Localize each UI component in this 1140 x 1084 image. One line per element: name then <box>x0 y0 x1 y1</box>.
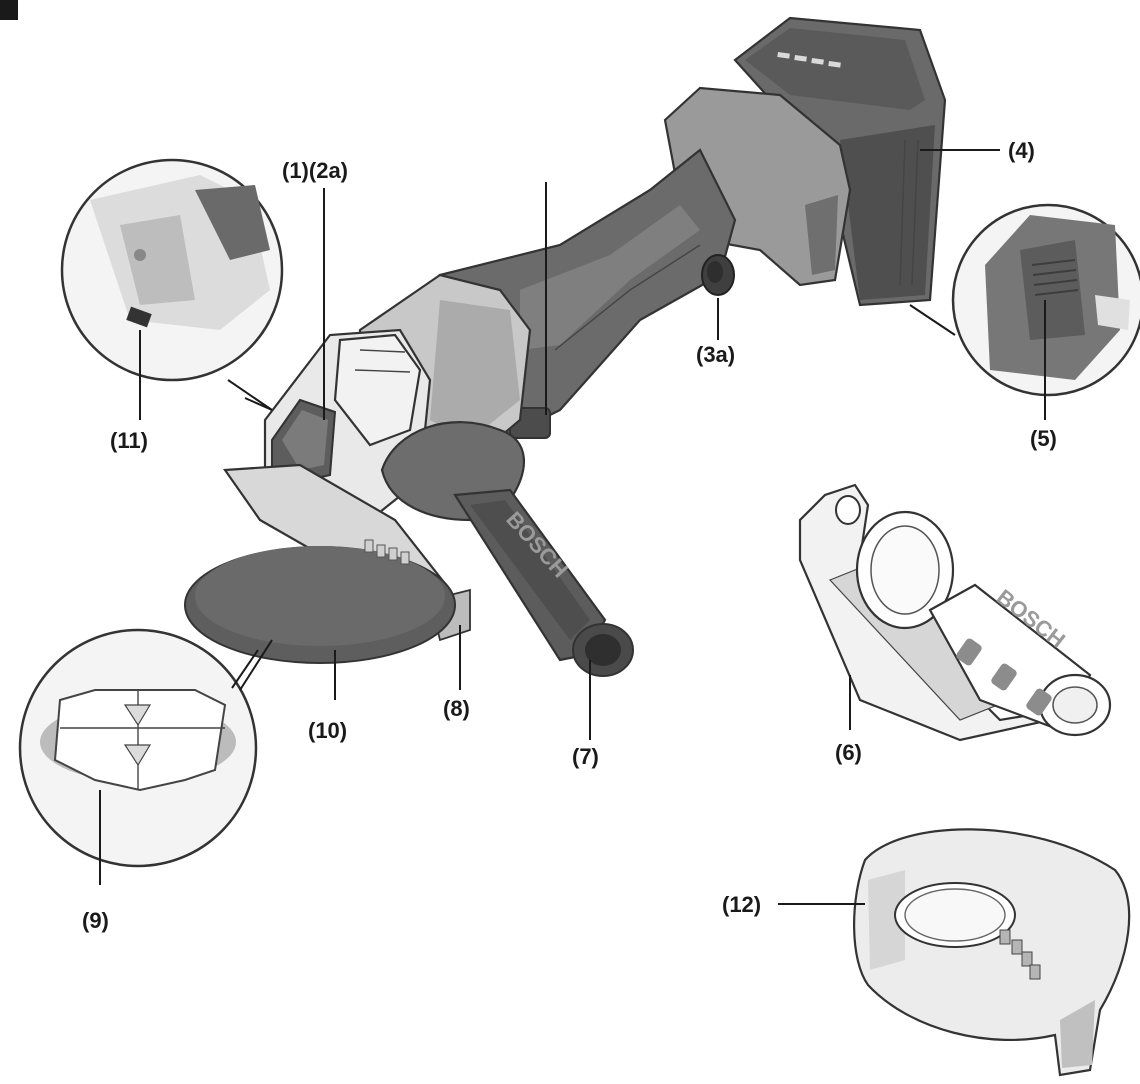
detail-circle-11 <box>60 158 284 411</box>
dust-guard-accessory <box>853 828 1131 1077</box>
callout-12: (12) <box>722 892 761 917</box>
grinding-disc <box>184 546 456 664</box>
callout-8: (8) <box>443 696 470 721</box>
auxiliary-handle: BOSCH <box>380 421 634 677</box>
leader-lines <box>99 149 1046 905</box>
callout-labels: (1)(2a) (3a) (4) (5) (6) (7) (8) (9) (10… <box>82 138 1057 933</box>
accessory-handle: BOSCH <box>855 510 1112 737</box>
detail-circle-9 <box>18 628 273 868</box>
callout-7: (7) <box>572 744 599 769</box>
callout-10: (10) <box>308 718 347 743</box>
detail-circle-5 <box>909 203 1140 397</box>
callout-5: (5) <box>1030 426 1057 451</box>
spindle-lock-button <box>271 398 337 484</box>
cutting-guard-accessory: BOSCH <box>798 483 1112 742</box>
battery-charge-indicator <box>777 51 841 68</box>
callout-3a: (3a) <box>696 342 735 367</box>
callout-9: (9) <box>82 908 109 933</box>
angle-grinder: BOSCH <box>184 16 947 677</box>
callout-4: (4) <box>1008 138 1035 163</box>
callout-1-2a: (1)(2a) <box>282 158 348 183</box>
flange-teeth <box>364 539 410 565</box>
callout-11: (11) <box>110 428 148 453</box>
callout-6: (6) <box>835 740 862 765</box>
figure-marker <box>0 0 18 20</box>
lock-off-button <box>701 254 735 296</box>
